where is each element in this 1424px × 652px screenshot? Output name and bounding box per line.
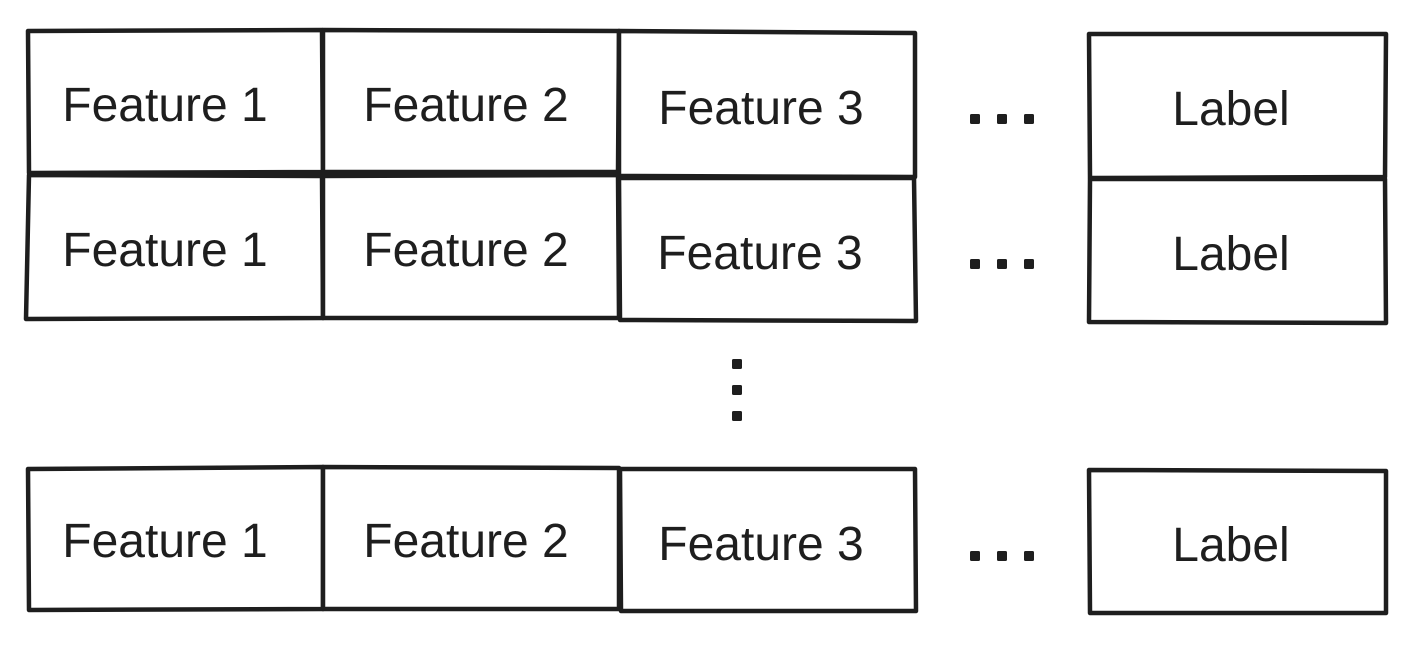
horizontal-ellipsis xyxy=(970,114,1034,124)
feature-1-cell: Feature 1 xyxy=(25,27,326,176)
feature-1-text: Feature 1 xyxy=(62,515,267,568)
feature-1-text: Feature 1 xyxy=(62,224,267,277)
label-cell: Label xyxy=(1086,31,1389,181)
feature-2-cell: Feature 2 xyxy=(320,172,622,321)
feature-1-text: Feature 1 xyxy=(62,79,267,132)
label-text: Label xyxy=(1172,519,1289,572)
horizontal-ellipsis xyxy=(970,551,1034,561)
feature-3-cell: Feature 3 xyxy=(617,466,919,614)
feature-3-text: Feature 3 xyxy=(657,227,862,280)
table-row: Feature 1 Feature 2 Feature 3 Label xyxy=(23,172,1389,326)
feature-3-text: Feature 3 xyxy=(658,82,863,135)
feature-2-cell: Feature 2 xyxy=(320,27,622,175)
label-cell: Label xyxy=(1086,467,1389,616)
feature-3-cell: Feature 3 xyxy=(616,28,918,180)
label-cell: Label xyxy=(1086,176,1389,326)
label-text: Label xyxy=(1172,228,1289,281)
feature-2-text: Feature 2 xyxy=(363,224,568,277)
feature-2-text: Feature 2 xyxy=(363,515,568,568)
table-row: Feature 1 Feature 2 Feature 3 Label xyxy=(25,27,1389,181)
vertical-ellipsis xyxy=(732,359,742,421)
feature-1-cell: Feature 1 xyxy=(23,172,326,322)
feature-3-cell: Feature 3 xyxy=(616,175,919,324)
table-row: Feature 1 Feature 2 Feature 3 Label xyxy=(25,464,1389,616)
horizontal-ellipsis xyxy=(970,259,1034,269)
feature-2-text: Feature 2 xyxy=(363,79,568,132)
feature-1-cell: Feature 1 xyxy=(25,464,326,613)
feature-3-text: Feature 3 xyxy=(658,518,863,571)
label-text: Label xyxy=(1172,83,1289,136)
feature-2-cell: Feature 2 xyxy=(320,464,622,612)
